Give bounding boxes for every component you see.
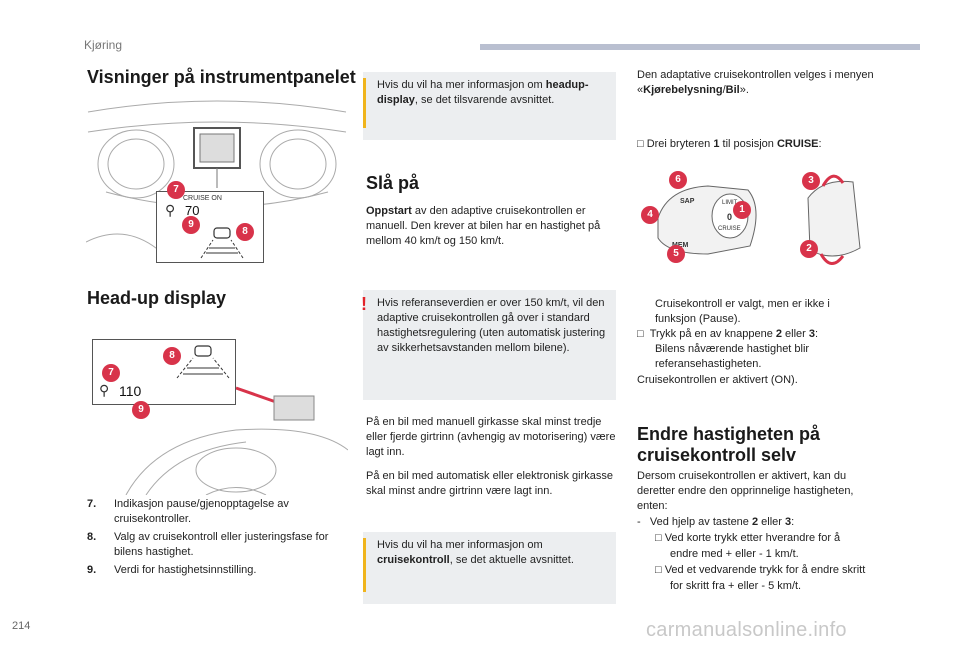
legend-num: 9. [87, 564, 97, 576]
legend-item-8: 8. Valg av cruisekontroll eller justerin… [87, 530, 349, 562]
paragraph-menu-select: Den adaptative cruisekontrollen velges i… [637, 69, 874, 96]
hud-figure: ⚲ 110 8 7 9 [86, 330, 348, 495]
sub-item-long-press-2: for skritt fra + eller - 5 km/t. [670, 580, 802, 592]
paragraph-change-speed: Dersom cruisekontrollen er aktivert, kan… [637, 470, 854, 512]
warning-box: ! Hvis referanseverdien er over 150 km/t… [361, 290, 616, 400]
heading-instrument-panel: Visninger på instrumentpanelet [87, 67, 356, 87]
stalk-label-sap: SAP [680, 198, 695, 205]
text-current-speed-2: referansehastigheten. [655, 358, 762, 370]
bullet-icon: □ [637, 138, 647, 150]
dash-item-keys: - Ved hjelp av tastene 2 eller 3: [637, 516, 795, 528]
stalk-figure: SAP MEM LIMIT 0 CRUISE 6 4 1 5 3 2 [638, 168, 888, 290]
sub-item-long-press: □ Ved et vedvarende trykk for å endre sk… [655, 564, 866, 576]
hud-drawing [125, 386, 348, 495]
speedometer-icon: ⚲ [165, 202, 176, 218]
legend-text: Valg av cruisekontroll eller justeringsf… [114, 531, 329, 558]
step-turn-switch: □ Drei bryteren 1 til posisjon CRUISE: [637, 138, 822, 150]
badge-6: 6 [669, 171, 687, 189]
info-box-cruise: Hvis du vil ha mer informasjon om cruise… [363, 532, 616, 604]
sub-item-short-press: □ Ved korte trykk etter hverandre for å [655, 532, 841, 544]
bullet-icon: □ [655, 532, 665, 544]
badge-7: 7 [102, 364, 120, 382]
stalk-label-zero: 0 [727, 212, 733, 222]
bullet-icon: □ [637, 328, 647, 340]
badge-9: 9 [182, 216, 200, 234]
car-follow-icon [200, 227, 244, 259]
legend-item-7: 7. Indikasjon pause/gjenopptagelse av cr… [87, 497, 349, 529]
watermark: carmanualsonline.info [646, 619, 847, 641]
warning-text: Hvis referanseverdien er over 150 km/t, … [377, 297, 606, 354]
badge-8: 8 [163, 347, 181, 365]
dashboard-drawing [85, 100, 347, 253]
badge-3: 3 [802, 172, 820, 190]
info-text: Hvis du vil ha mer informasjon om headup… [377, 79, 589, 106]
section-label: Kjøring [84, 38, 123, 52]
heading-turn-on: Slå på [366, 173, 420, 193]
text-cruise-paused-1: Cruisekontroll er valgt, men er ikke i [655, 298, 830, 310]
paragraph-manual-gearbox: På en bil med manuell girkasse skal mins… [366, 416, 616, 458]
paragraph-startup: Oppstart av den adaptive cruisekontrolle… [366, 205, 601, 247]
legend-text: Verdi for hastighetsinnstilling. [114, 564, 257, 576]
dash-marker: - [637, 516, 650, 528]
text-cruise-paused-2: funksjon (Pause). [655, 313, 741, 325]
dashboard-figure: CRUISE ON ⚲ 70 7 9 8 [85, 92, 348, 268]
hud-speedometer-icon: ⚲ [99, 382, 110, 398]
heading-head-up-display: Head-up display [87, 288, 227, 308]
badge-9: 9 [132, 401, 150, 419]
badge-4: 4 [641, 206, 659, 224]
badge-8: 8 [236, 223, 254, 241]
info-box-headup: Hvis du vil ha mer informasjon om headup… [363, 72, 616, 140]
header-bar [480, 44, 920, 50]
badge-5: 5 [667, 245, 685, 263]
bullet-icon: □ [655, 564, 665, 576]
hud-car-follow-icon [176, 345, 230, 379]
page-number: 214 [12, 620, 31, 632]
paragraph-automatic-gearbox: På en bil med automatisk eller elektroni… [366, 470, 614, 497]
legend-num: 8. [87, 531, 97, 543]
stalk-label-cruise: CRUISE [718, 226, 741, 232]
badge-2: 2 [800, 240, 818, 258]
legend-text: Indikasjon pause/gjenopptagelse av cruis… [114, 498, 289, 525]
legend-item-9: 9. Verdi for hastighetsinnstilling. [87, 563, 349, 579]
stalk-drawing [657, 174, 861, 265]
dash-speed-value: 70 [185, 203, 200, 218]
text-cruise-activated: Cruisekontrollen er aktivert (ON). [637, 374, 798, 386]
info-icon-bar [363, 538, 366, 592]
text-current-speed-1: Bilens nåværende hastighet blir [655, 343, 810, 355]
info-icon-bar [363, 78, 366, 128]
sub-item-short-press-2: endre med + eller - 1 km/t. [670, 548, 799, 560]
badge-7: 7 [167, 181, 185, 199]
stalk-label-limit: LIMIT [722, 200, 738, 206]
hud-speed-value: 110 [119, 383, 142, 399]
warning-icon: ! [361, 294, 367, 314]
badge-1: 1 [733, 201, 751, 219]
cruise-on-label: CRUISE ON [183, 195, 222, 202]
step-press-button: □ Trykk på en av knappene 2 eller 3: [637, 328, 819, 340]
legend-num: 7. [87, 498, 97, 510]
info-text: Hvis du vil ha mer informasjon om cruise… [377, 539, 574, 566]
